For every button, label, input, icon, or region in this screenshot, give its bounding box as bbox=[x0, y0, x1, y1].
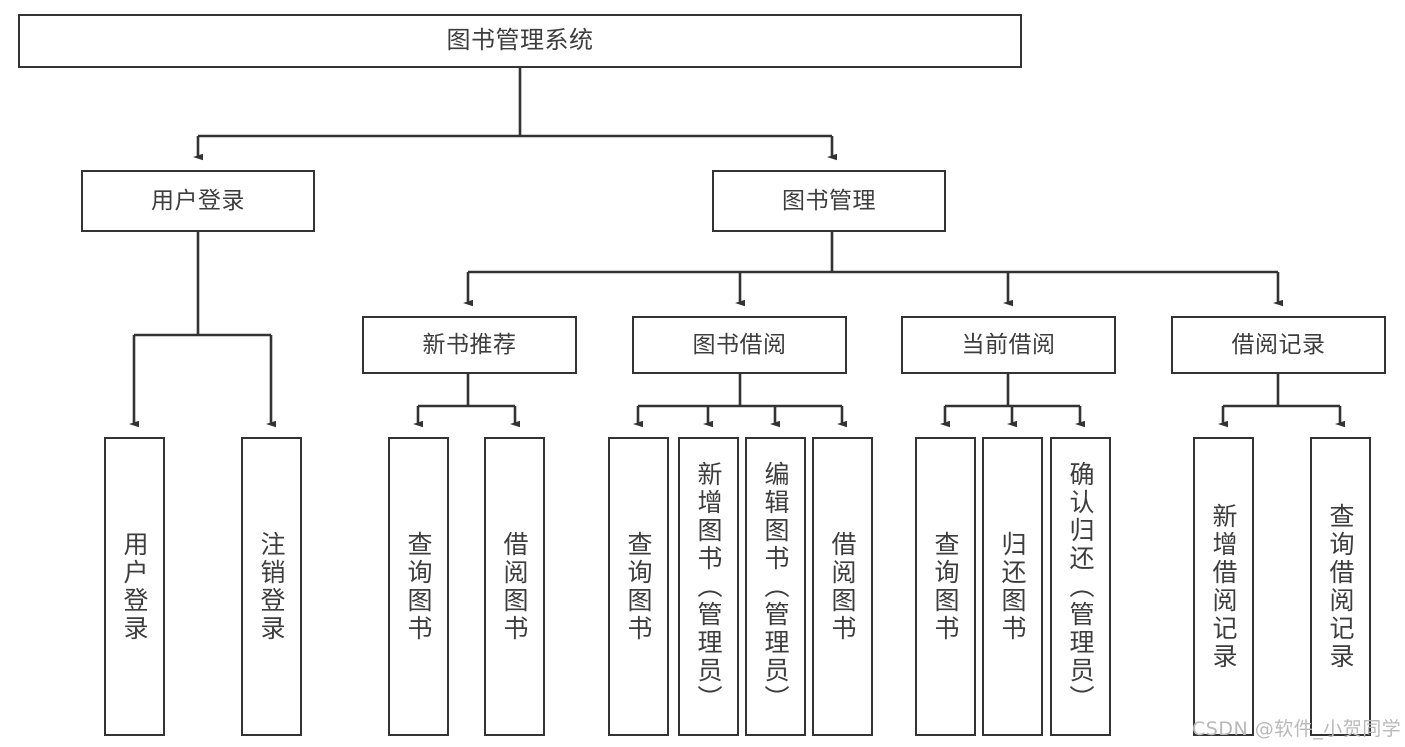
node-leaf-query-book-borrow-label: 查询图书 bbox=[624, 530, 653, 643]
node-book-manage[interactable]: 图书管理 bbox=[712, 170, 946, 232]
node-leaf-confirm-return-label: 确认归还（管理员） bbox=[1066, 460, 1095, 713]
node-user-login-label: 用户登录 bbox=[151, 187, 245, 214]
node-new-book-rec-label: 新书推荐 bbox=[422, 331, 517, 358]
node-book-borrow[interactable]: 图书借阅 bbox=[632, 316, 847, 374]
node-leaf-logout[interactable]: 注销登录 bbox=[241, 437, 302, 736]
watermark-text: CSDN @软件_小贺同学 bbox=[1192, 718, 1402, 740]
node-root-label: 图书管理系统 bbox=[446, 26, 594, 55]
node-book-borrow-label: 图书借阅 bbox=[692, 331, 787, 358]
node-leaf-query-record[interactable]: 查询借阅记录 bbox=[1310, 437, 1371, 736]
node-root[interactable]: 图书管理系统 bbox=[18, 14, 1022, 68]
node-leaf-query-book-current[interactable]: 查询图书 bbox=[915, 437, 976, 736]
node-leaf-borrow-book-label: 借阅图书 bbox=[828, 530, 857, 643]
node-leaf-borrow-book-rec-label: 借阅图书 bbox=[500, 530, 529, 643]
node-user-login[interactable]: 用户登录 bbox=[81, 170, 315, 232]
node-leaf-return-book-label: 归还图书 bbox=[998, 530, 1027, 643]
node-leaf-query-book-rec[interactable]: 查询图书 bbox=[388, 437, 449, 736]
node-leaf-add-record[interactable]: 新增借阅记录 bbox=[1193, 437, 1254, 736]
node-leaf-logout-label: 注销登录 bbox=[257, 530, 286, 643]
node-leaf-user-login[interactable]: 用户登录 bbox=[104, 437, 165, 736]
node-book-manage-label: 图书管理 bbox=[782, 187, 876, 214]
node-leaf-confirm-return[interactable]: 确认归还（管理员） bbox=[1050, 437, 1111, 736]
node-leaf-edit-book-label: 编辑图书（管理员） bbox=[761, 460, 790, 713]
node-leaf-add-book[interactable]: 新增图书（管理员） bbox=[678, 437, 739, 736]
node-leaf-return-book[interactable]: 归还图书 bbox=[982, 437, 1043, 736]
node-current-borrow-label: 当前借阅 bbox=[961, 331, 1056, 358]
node-borrow-record-label: 借阅记录 bbox=[1231, 331, 1326, 358]
node-leaf-query-book-current-label: 查询图书 bbox=[931, 530, 960, 643]
node-leaf-add-record-label: 新增借阅记录 bbox=[1209, 502, 1238, 671]
node-leaf-user-login-label: 用户登录 bbox=[120, 530, 149, 643]
node-current-borrow[interactable]: 当前借阅 bbox=[901, 316, 1116, 374]
node-leaf-query-book-rec-label: 查询图书 bbox=[404, 530, 433, 643]
node-borrow-record[interactable]: 借阅记录 bbox=[1171, 316, 1386, 374]
node-leaf-add-book-label: 新增图书（管理员） bbox=[694, 460, 723, 713]
node-leaf-borrow-book[interactable]: 借阅图书 bbox=[812, 437, 873, 736]
node-new-book-rec[interactable]: 新书推荐 bbox=[362, 316, 577, 374]
node-leaf-borrow-book-rec[interactable]: 借阅图书 bbox=[484, 437, 545, 736]
node-leaf-query-book-borrow[interactable]: 查询图书 bbox=[608, 437, 669, 736]
node-leaf-edit-book[interactable]: 编辑图书（管理员） bbox=[745, 437, 806, 736]
node-leaf-query-record-label: 查询借阅记录 bbox=[1326, 502, 1355, 671]
